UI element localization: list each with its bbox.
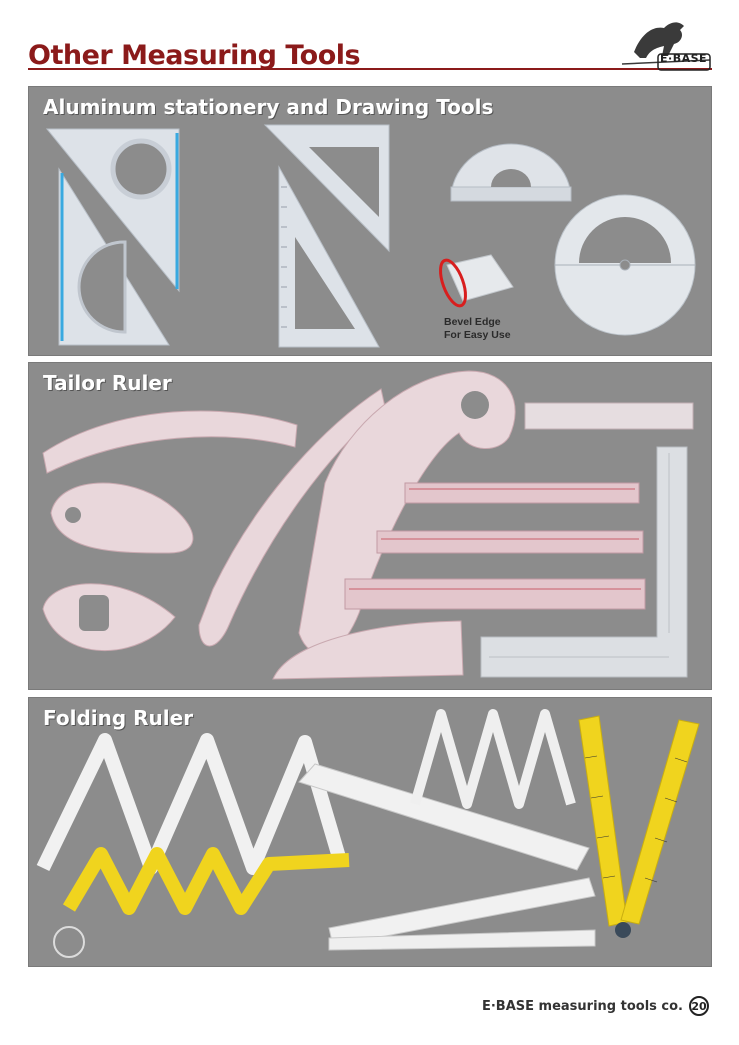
bevel-edge-caption: Bevel Edge For Easy Use bbox=[444, 316, 511, 342]
logo-text: E·BASE bbox=[660, 52, 708, 65]
tailor-ruler-illustration bbox=[42, 370, 694, 680]
title-divider bbox=[28, 68, 712, 70]
horse-logo-icon bbox=[621, 22, 711, 71]
section-title-tailor: Tailor Ruler bbox=[43, 371, 172, 395]
aluminum-tools-illustration bbox=[45, 124, 696, 348]
tailor-ruler-panel: Tailor Ruler bbox=[28, 362, 712, 690]
page-footer: E·BASE measuring tools co. 20 bbox=[482, 996, 709, 1016]
bevel-caption-line-1: Bevel Edge bbox=[444, 316, 501, 328]
footer-company: E·BASE measuring tools co. bbox=[481, 998, 683, 1014]
section-title-folding: Folding Ruler bbox=[43, 706, 194, 730]
folding-ruler-panel: Folding Ruler bbox=[28, 697, 712, 967]
folding-ruler-illustration bbox=[36, 709, 700, 958]
section-title-aluminum: Aluminum stationery and Drawing Tools bbox=[43, 95, 494, 119]
page-number-badge: 20 bbox=[689, 996, 709, 1016]
aluminum-tools-panel: Aluminum stationery and Drawing Tools bbox=[28, 86, 712, 356]
bevel-caption-line-2: For Easy Use bbox=[444, 329, 511, 341]
page-title: Other Measuring Tools bbox=[28, 40, 361, 71]
